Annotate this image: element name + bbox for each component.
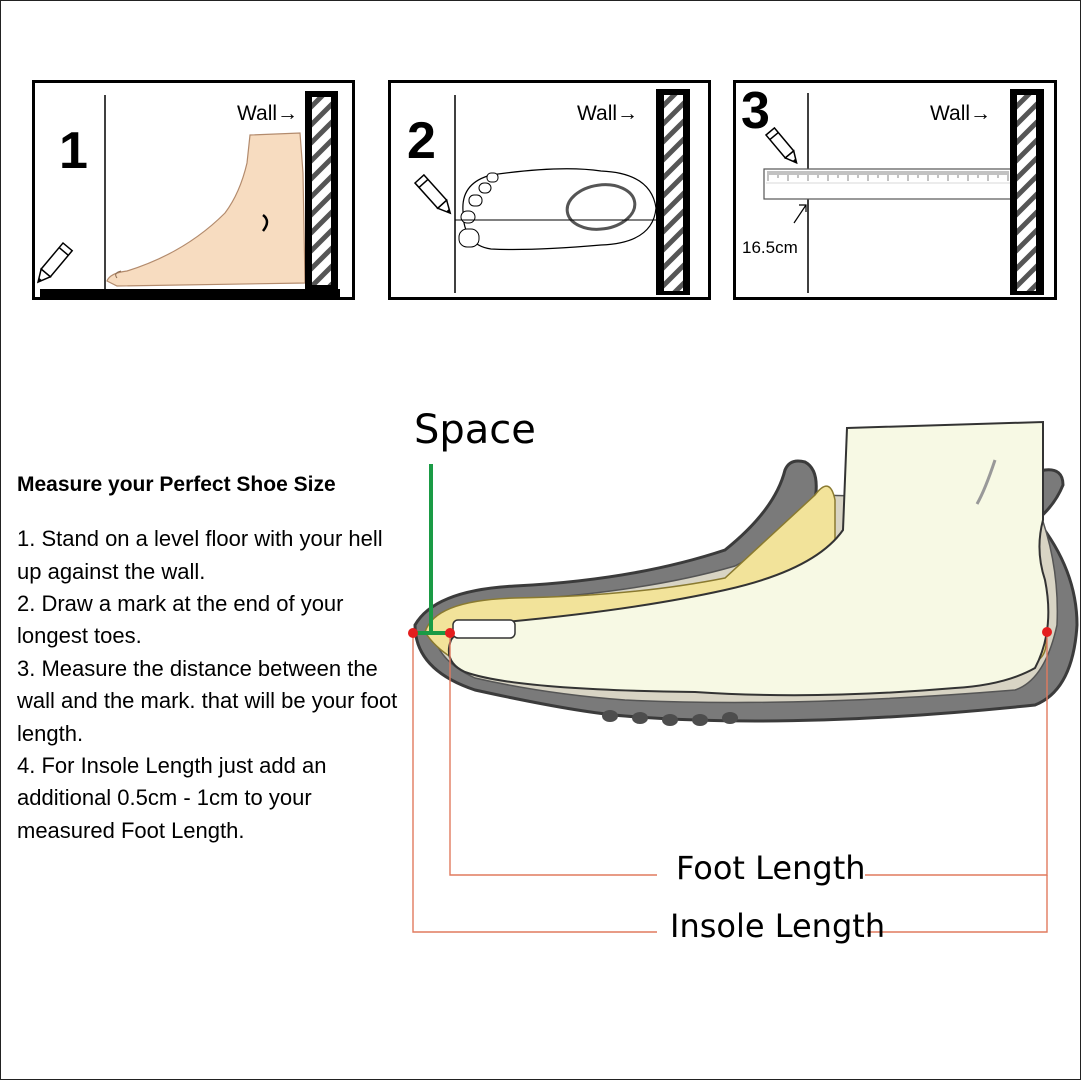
- step-panel-1: 1 Wall→: [32, 80, 355, 300]
- wall-label: Wall→: [577, 102, 639, 125]
- wall-label: Wall→: [930, 102, 992, 125]
- pencil-icon: [413, 173, 452, 215]
- instructions-list: 1. Stand on a level floor with your hell…: [17, 523, 407, 847]
- heel-end-point: [1042, 627, 1052, 637]
- step-panel-3: 3 Wall→ 16.5cm: [733, 80, 1057, 300]
- instruction-step: 3. Measure the distance between the wall…: [17, 655, 398, 746]
- ruler-icon: [763, 168, 1015, 200]
- foot-shape: [106, 132, 306, 287]
- insole-start-point: [408, 628, 418, 638]
- step-3-illustration: [763, 89, 1044, 295]
- foot-start-point: [445, 628, 455, 638]
- step-1-illustration: [36, 91, 340, 297]
- shoe-diagram: [408, 420, 1079, 933]
- instruction-step: 2. Draw a mark at the end of your longes…: [17, 591, 344, 649]
- foot-shape: [447, 420, 1050, 697]
- measurement-guides: [412, 632, 1048, 933]
- wall-hatch-icon: [305, 91, 338, 291]
- instruction-step: 4. For Insole Length just add an additio…: [17, 753, 327, 843]
- wall-hatch-icon: [1010, 89, 1044, 295]
- step-2-illustration: [413, 89, 690, 295]
- step-number: 2: [407, 112, 436, 170]
- foot-length-label: Foot Length: [676, 849, 866, 887]
- sole-treads: [602, 710, 738, 726]
- step-number: 3: [741, 82, 770, 140]
- instructions-title: Measure your Perfect Shoe Size: [17, 473, 336, 496]
- step-panel-2: 2 Wall→: [388, 80, 711, 300]
- pencil-icon: [764, 126, 798, 165]
- instructions-block: Measure your Perfect Shoe Size 1. Stand …: [17, 472, 407, 847]
- floor-line: [40, 289, 340, 297]
- pencil-icon: [36, 241, 74, 284]
- instruction-step: 1. Stand on a level floor with your hell…: [17, 526, 383, 584]
- measurement-label: 16.5cm: [742, 238, 798, 257]
- insole-length-label: Insole Length: [670, 907, 886, 945]
- space-label: Space: [414, 407, 536, 453]
- step-number: 1: [59, 122, 88, 180]
- wall-label: Wall→: [237, 102, 299, 125]
- wall-hatch-icon: [656, 89, 690, 295]
